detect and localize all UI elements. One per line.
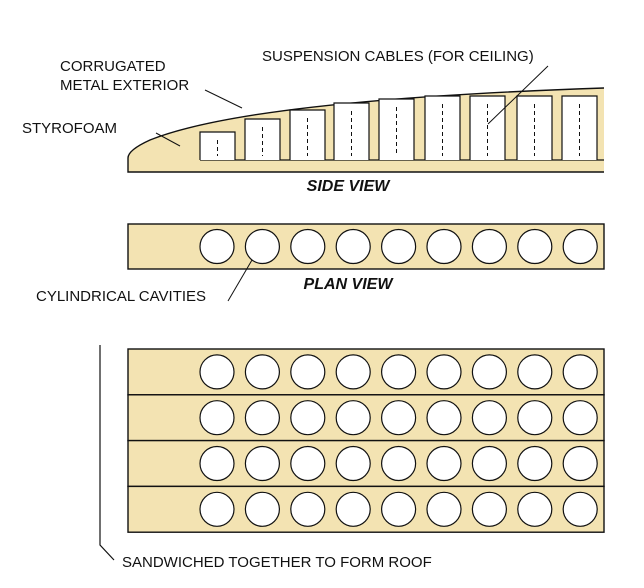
stacked-cavity	[199, 445, 235, 482]
sandwiched-label: SANDWICHED TOGETHER TO FORM ROOF	[122, 554, 432, 571]
plan-cavity	[244, 228, 280, 265]
stacked-cavity	[381, 445, 417, 482]
stacked-cavity	[335, 354, 371, 390]
stacked-cavity	[426, 400, 462, 436]
stacked-cavity	[335, 445, 371, 482]
plan-cavity	[517, 228, 553, 265]
cylindrical-cavities-label: CYLINDRICAL CAVITIES	[36, 288, 206, 305]
stacked-cavity	[381, 491, 417, 527]
corrugated-label-line1: CORRUGATED	[60, 58, 166, 75]
stacked-cavity	[381, 400, 417, 436]
stacked-cavity	[426, 354, 462, 390]
stacked-cavity	[562, 354, 598, 390]
stacked-cavity	[335, 491, 371, 527]
stacked-cavity	[244, 400, 280, 436]
stacked-cavity	[199, 354, 235, 390]
styrofoam-leader	[155, 132, 181, 147]
plan-cavity	[562, 228, 598, 265]
corrugated-label-line2: METAL EXTERIOR	[60, 77, 189, 94]
stacked-cavity	[335, 400, 371, 436]
plan-cavity	[335, 228, 371, 265]
stacked-cavity	[517, 400, 553, 436]
suspension-cables-label: SUSPENSION CABLES (FOR CEILING)	[262, 48, 534, 65]
side-cavity	[199, 131, 236, 160]
stacked-cavity	[199, 400, 235, 436]
plan-view-cavities	[199, 228, 598, 265]
stacked-cavity	[244, 491, 280, 527]
stacked-cavity	[517, 445, 553, 482]
stacked-panel	[127, 485, 605, 533]
stacked-cavity	[290, 491, 326, 527]
sandwich-bracket	[99, 345, 115, 561]
stacked-cavity	[290, 445, 326, 482]
plan-cavity	[199, 228, 235, 265]
plan-cavity	[426, 228, 462, 265]
stacked-cavity	[199, 491, 235, 527]
side-view-cavities	[199, 95, 598, 160]
stacked-cavity	[426, 445, 462, 482]
stacked-cavity	[562, 445, 598, 482]
side-cavity	[244, 118, 281, 160]
plan-view	[127, 223, 605, 270]
stacked-cavity	[244, 445, 280, 482]
styrofoam-label: STYROFOAM	[22, 120, 117, 137]
side-view-title: SIDE VIEW	[307, 178, 392, 195]
plan-view-title: PLAN VIEW	[304, 276, 395, 293]
plan-cavity	[381, 228, 417, 265]
stacked-panel	[127, 394, 605, 442]
stacked-panel	[127, 439, 605, 488]
stacked-cavity	[244, 354, 280, 390]
stacked-cavity	[290, 354, 326, 390]
stacked-cavity	[471, 400, 507, 436]
stacked-cavity	[381, 354, 417, 390]
plan-cavity	[471, 228, 507, 265]
stacked-cavity	[517, 354, 553, 390]
stacked-cavity	[471, 354, 507, 390]
corrugated-leader	[204, 89, 243, 109]
stacked-cavity	[290, 400, 326, 436]
stacked-cavity	[471, 491, 507, 527]
plan-cavity	[290, 228, 326, 265]
stacked-cavity	[471, 445, 507, 482]
side-cavity	[333, 102, 370, 160]
stacked-panel	[127, 348, 605, 396]
suspension-cables-leader	[487, 65, 549, 125]
stacked-cavity	[426, 491, 462, 527]
stacked-cavity	[562, 400, 598, 436]
stacked-cavity	[562, 491, 598, 527]
side-view	[127, 87, 605, 173]
stacked-panels	[127, 348, 605, 533]
stacked-cavity	[517, 491, 553, 527]
cylindrical-cavities-leader	[227, 259, 253, 302]
